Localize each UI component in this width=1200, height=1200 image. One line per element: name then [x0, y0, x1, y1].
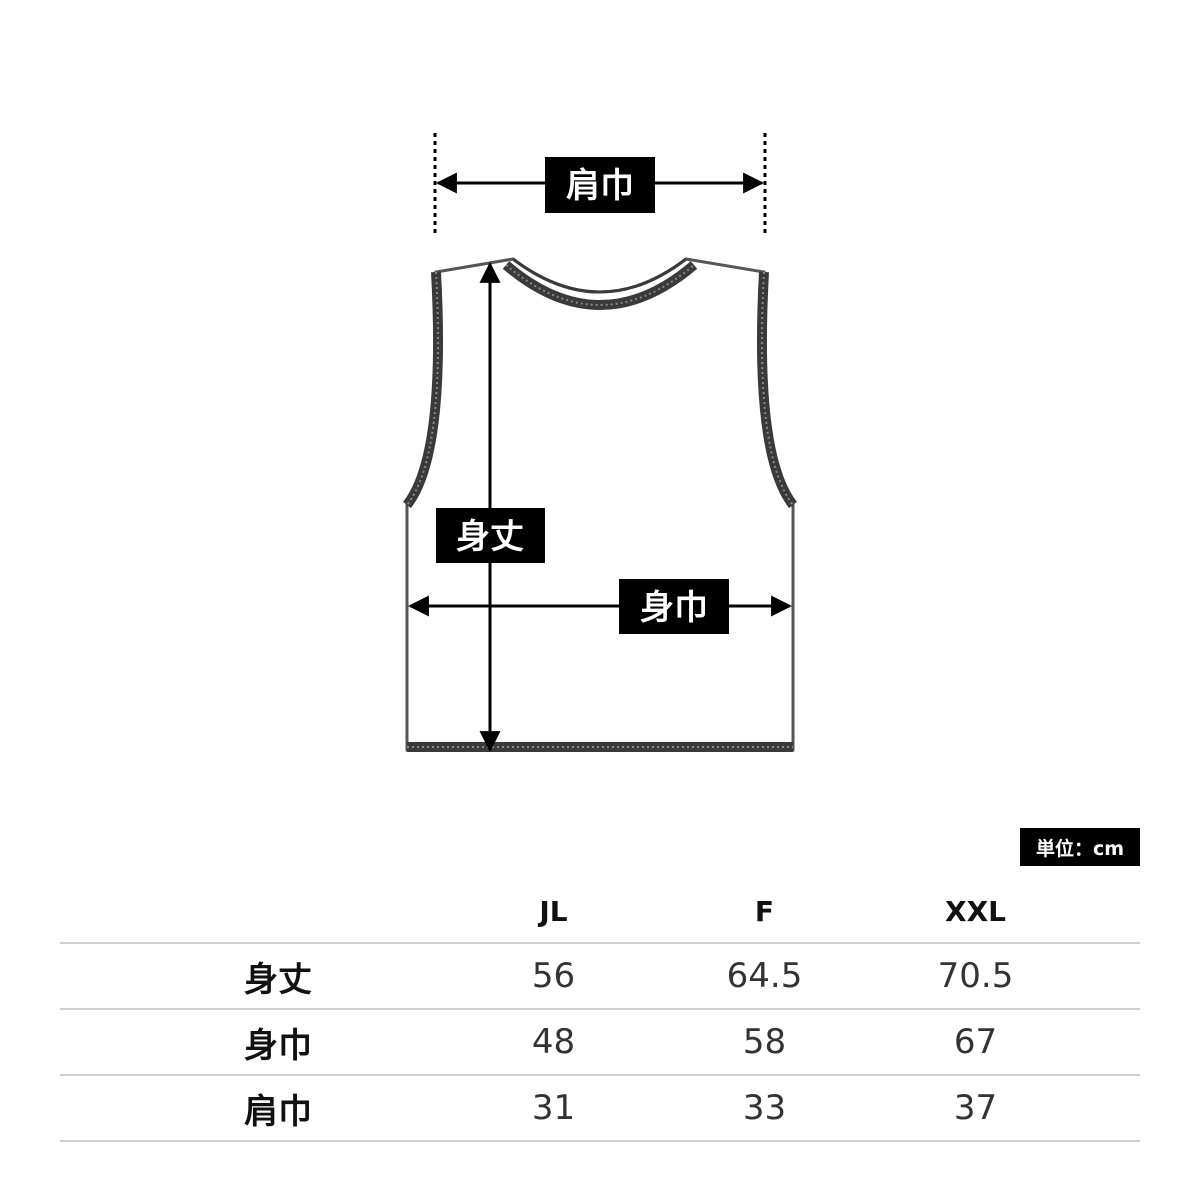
table-cell: 64.5	[659, 943, 870, 1010]
table-cell: 70.5	[870, 943, 1081, 1010]
length-label-box	[436, 508, 545, 563]
header-size-f: F	[659, 880, 870, 944]
row-spacer	[1081, 1075, 1140, 1142]
table-cell: 48	[448, 1009, 659, 1076]
width-label: 身巾	[640, 588, 708, 628]
unit-badge: 単位：cm	[1020, 828, 1140, 866]
table-row: 身丈 56 64.5 70.5	[60, 943, 1140, 1010]
length-label: 身丈	[456, 517, 524, 557]
body-width-measure: 身巾	[407, 579, 793, 634]
width-label-box	[619, 579, 729, 634]
row-label: 身丈	[60, 943, 448, 1010]
table-cell: 37	[870, 1075, 1081, 1142]
table-cell: 56	[448, 943, 659, 1010]
table-header-row: JL F XXL	[60, 880, 1140, 944]
header-empty	[60, 880, 448, 944]
row-label: 身巾	[60, 1009, 448, 1076]
shoulder-label: 肩巾	[566, 166, 634, 206]
header-spacer	[1081, 880, 1140, 944]
header-size-jl: JL	[448, 880, 659, 944]
tank-top-outline	[402, 257, 798, 752]
shoulder-width-measure: 肩巾	[433, 133, 767, 237]
shoulder-label-box	[545, 157, 655, 213]
table-cell: 33	[659, 1075, 870, 1142]
table-row: 肩巾 31 33 37	[60, 1075, 1140, 1142]
row-label: 肩巾	[60, 1075, 448, 1142]
table-cell: 67	[870, 1009, 1081, 1076]
table-cell: 31	[448, 1075, 659, 1142]
body-length-measure: 身丈	[436, 261, 545, 753]
row-spacer	[1081, 1009, 1140, 1076]
row-spacer	[1081, 943, 1140, 1010]
table-row: 身巾 48 58 67	[60, 1009, 1140, 1076]
size-table: JL F XXL 身丈 56 64.5 70.5 身巾 48 58 67 肩巾 …	[60, 880, 1140, 1142]
header-size-xxl: XXL	[870, 880, 1081, 944]
tank-top-size-diagram: 肩巾 身丈 身巾	[402, 133, 798, 753]
table-cell: 58	[659, 1009, 870, 1076]
